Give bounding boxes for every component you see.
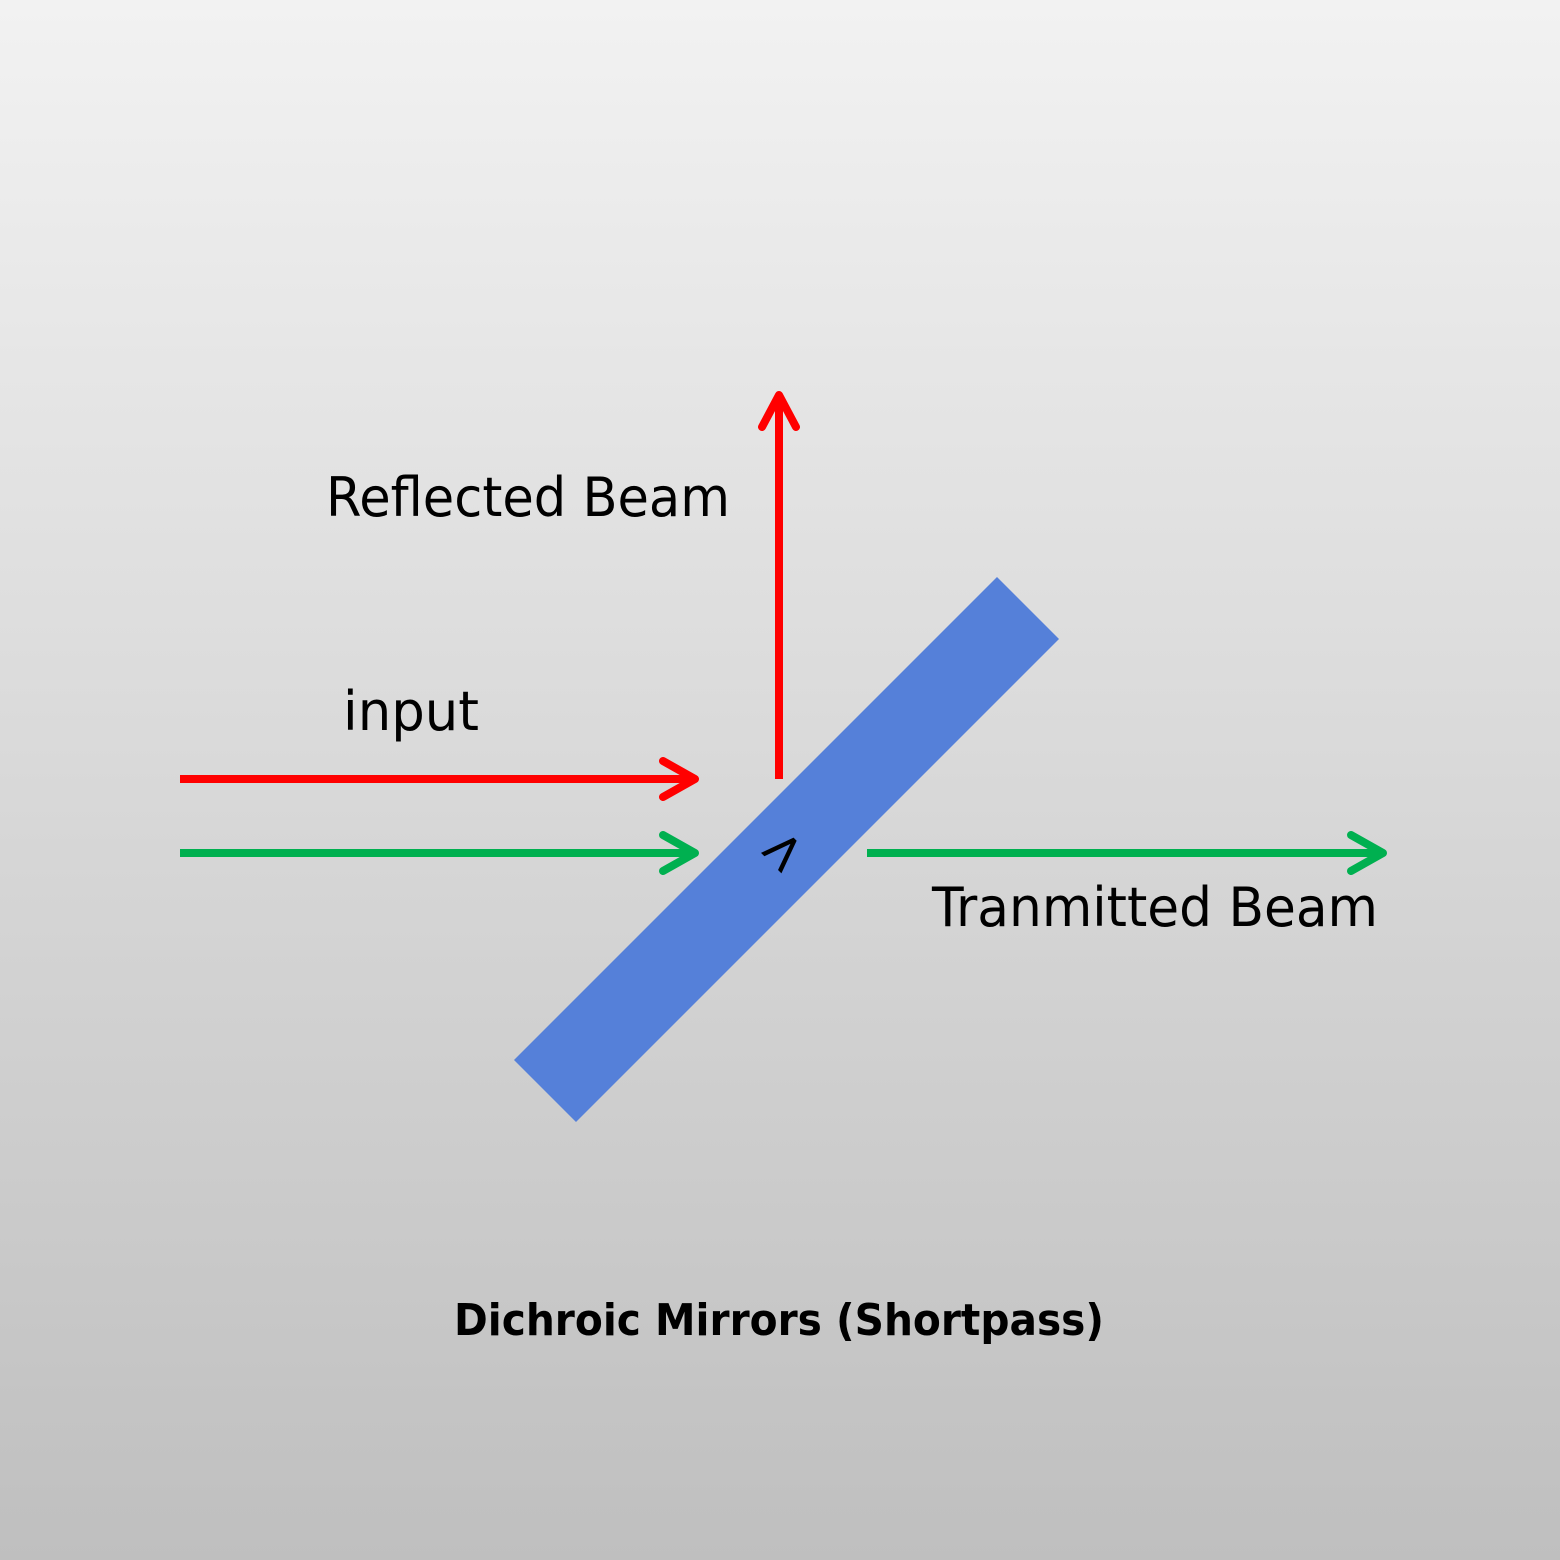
input-green-arrowhead [659,831,699,875]
transmitted-arrowhead [1347,831,1387,875]
input-red-arrowhead [659,757,699,801]
diagram-caption: Dichroic Mirrors (Shortpass) [454,1295,1104,1346]
dichroic-mirror [514,577,1059,1122]
reflected-arrowhead [758,391,800,431]
input-label: input [343,680,479,743]
reflected-beam-label: Reflected Beam [326,466,730,529]
transmitted-beam-label: Tranmitted Beam [931,876,1378,939]
input-red-beam [180,757,699,801]
reflected-beam [758,391,800,779]
transmitted-beam [867,831,1387,875]
input-green-beam [180,831,699,875]
